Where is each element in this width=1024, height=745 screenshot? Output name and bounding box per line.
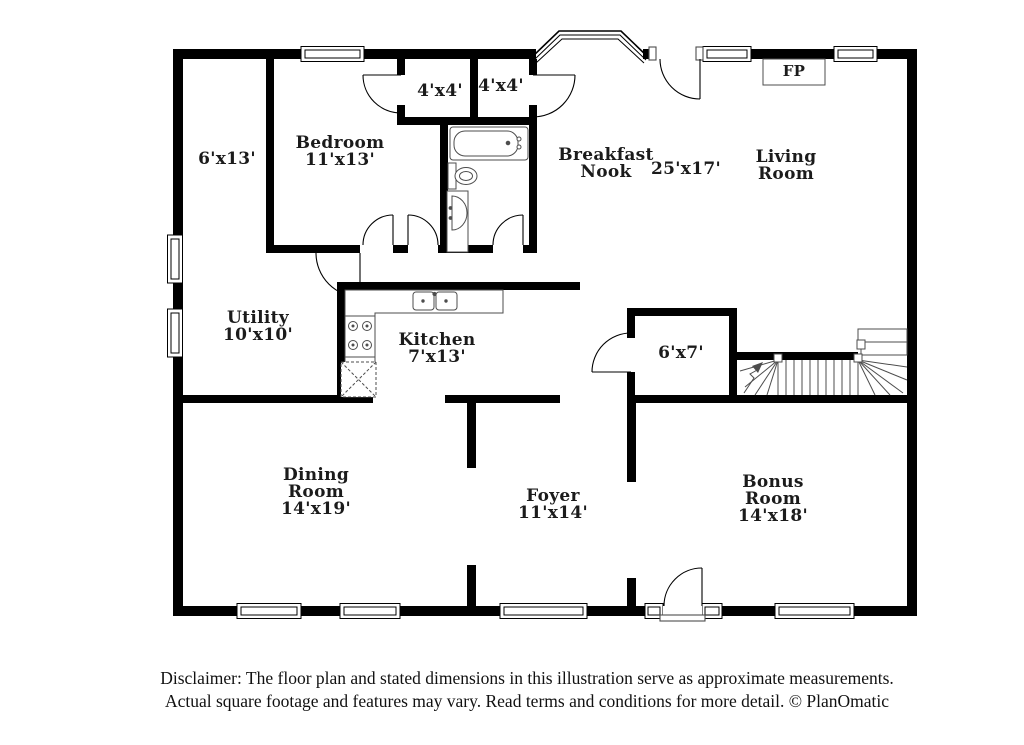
room-dims: 11'x13': [305, 150, 375, 170]
window-living-top-2: [833, 46, 878, 62]
stair-landing: [856, 328, 908, 356]
doors: [315, 46, 706, 622]
room-label-bonus-room: Bonus Room 14'x18': [727, 474, 819, 525]
door-breakfast-nook-exterior: [648, 46, 704, 100]
window-living-top-1: [702, 46, 752, 62]
room-dims: 14'x18': [738, 506, 808, 526]
room-label-left-room: 6'x13': [198, 151, 256, 168]
vanity-sink: [446, 190, 469, 253]
room-name: Kitchen: [398, 330, 476, 350]
stove: [344, 315, 376, 358]
room-dims: 4'x4': [478, 76, 524, 96]
bathtub: [449, 126, 529, 161]
window-dining-2: [339, 603, 401, 619]
kitchen-fixtures: [340, 289, 504, 398]
door-closet-a: [362, 74, 405, 114]
door-bedroom-right: [407, 214, 439, 246]
stair-winder-right: [857, 359, 908, 396]
fireplace-label: FP: [783, 63, 806, 80]
interior-walls: [173, 59, 907, 606]
door-closet-b: [529, 74, 576, 118]
window-foyer: [499, 603, 588, 619]
window-sidelight-left: [644, 603, 664, 619]
room-name: Breakfast Nook: [558, 145, 654, 182]
door-bathroom: [492, 214, 524, 246]
bay-window: [531, 30, 649, 64]
disclaimer-line-2: Actual square footage and features may v…: [164, 691, 890, 711]
window-bonus: [774, 603, 855, 619]
room-label-closet-a: 4'x4': [417, 83, 463, 100]
window-left-2: [167, 308, 183, 358]
windows: [167, 46, 878, 619]
door-front-entry: [659, 567, 706, 622]
room-label-stair-closet: 6'x7': [658, 345, 704, 362]
window-sidelight-right: [701, 603, 723, 619]
room-dims: 6'x13': [198, 149, 256, 169]
room-name: Utility: [227, 308, 289, 328]
room-name: Bedroom: [295, 133, 385, 153]
door-stair-closet: [591, 332, 635, 373]
room-label-utility: Utility 10'x10': [223, 310, 293, 344]
disclaimer: Disclaimer: The floor plan and stated di…: [30, 667, 1024, 713]
room-name: Dining Room: [282, 465, 350, 502]
window-left-1: [167, 234, 183, 284]
room-dims: 7'x13': [408, 347, 466, 367]
window-dining-1: [236, 603, 302, 619]
disclaimer-line-1: Disclaimer: The floor plan and stated di…: [160, 668, 894, 688]
stair-up-arrow: [743, 362, 763, 394]
appliance-space: [340, 361, 377, 398]
toilet: [447, 162, 478, 190]
room-dims: 10'x10': [223, 325, 293, 345]
bathroom-fixtures: [446, 126, 529, 253]
room-label-kitchen: Kitchen 7'x13': [398, 332, 475, 366]
room-dims: 11'x14': [518, 503, 588, 523]
room-dims: 6'x7': [658, 343, 704, 363]
room-dims: 25'x17': [651, 159, 721, 179]
room-label-foyer: Foyer 11'x14': [518, 488, 588, 522]
room-name: Foyer: [526, 486, 580, 506]
room-label-bedroom: Bedroom 11'x13': [296, 135, 385, 169]
fireplace-text: FP: [782, 62, 806, 80]
room-dims: 14'x19': [281, 499, 351, 519]
room-label-closet-b: 4'x4': [478, 78, 524, 95]
room-label-breakfast-nook: Breakfast Nook: [551, 147, 661, 181]
room-label-dining-room: Dining Room 14'x19': [270, 467, 362, 518]
room-dims: 4'x4': [417, 81, 463, 101]
room-name: Bonus Room: [742, 472, 804, 509]
staircase: [739, 328, 908, 396]
kitchen-sink: [412, 291, 458, 311]
room-name: Living Room: [755, 147, 817, 184]
room-dims-breakfast-nook: 25'x17': [651, 161, 721, 178]
window-bedroom-top: [300, 46, 365, 62]
room-label-living-room: Living Room: [740, 149, 832, 183]
fireplace-box: [762, 58, 826, 86]
door-bedroom-left: [362, 214, 394, 246]
